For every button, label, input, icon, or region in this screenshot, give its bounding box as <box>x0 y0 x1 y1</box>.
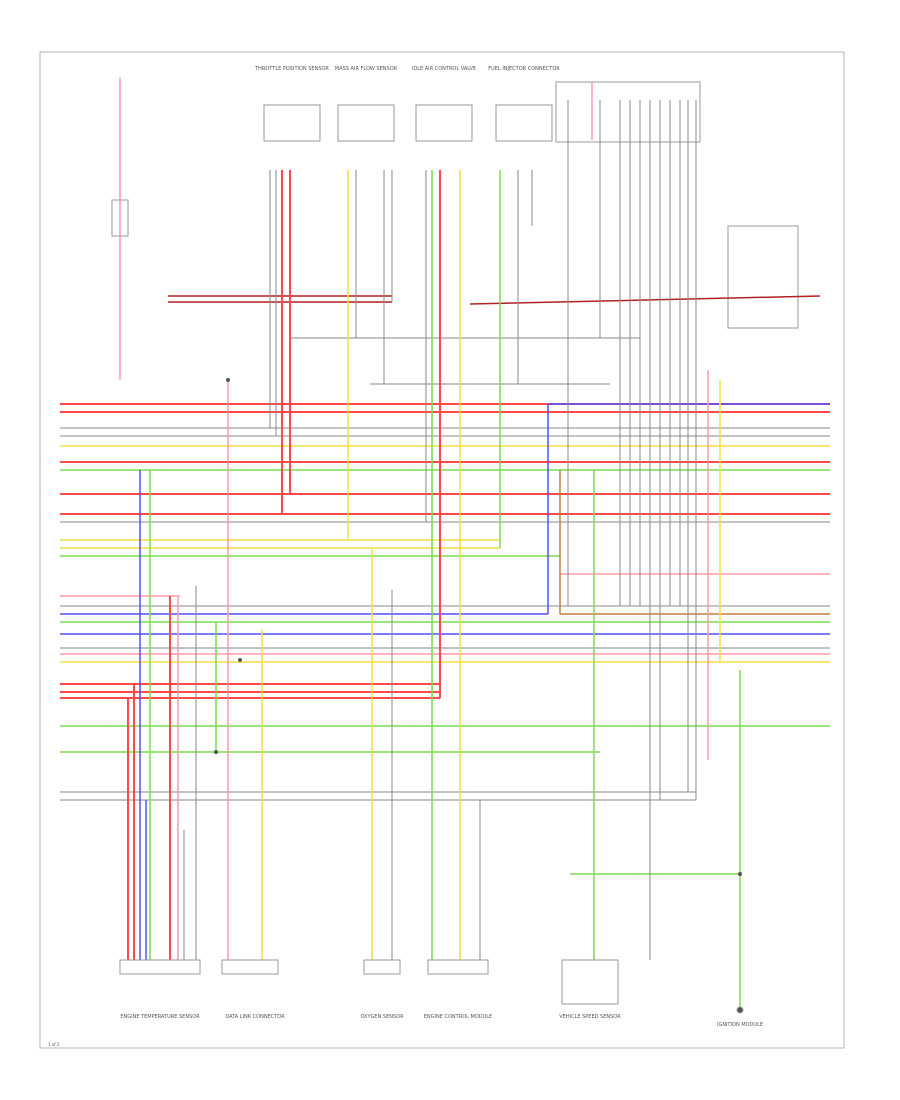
bus-green <box>60 469 830 875</box>
caption-c4: IDLE AIR CONTROL VALVE <box>412 66 476 72</box>
connector-bottom-3 <box>363 959 401 975</box>
top-connectors <box>263 81 701 143</box>
page-label: 1 of 2 <box>48 1042 60 1047</box>
vert-red <box>127 170 441 960</box>
bus-pink <box>60 573 830 655</box>
caption-c7: OXYGEN SENSOR <box>360 1014 404 1020</box>
connector-bottom-2 <box>221 959 279 975</box>
splice-dots <box>214 378 742 876</box>
vert-green <box>149 170 741 1010</box>
caption-c5: FUEL INJECTOR CONNECTOR <box>488 66 560 72</box>
bottom-connectors <box>119 959 744 1014</box>
vert-pink <box>119 80 709 960</box>
caption-c9: VEHICLE SPEED SENSOR <box>559 1014 621 1020</box>
connector-box-2 <box>337 104 395 142</box>
bus-yellow <box>60 445 830 663</box>
connector-bottom-5 <box>561 959 619 1005</box>
connector-box-5 <box>555 81 701 143</box>
right-relay-box <box>727 225 799 329</box>
caption-c8: ENGINE CONTROL MODULE <box>424 1014 492 1020</box>
connector-box-1 <box>263 104 321 142</box>
component-captions: ENGINE TEMPERATURE SENSOR DATA LINK CONN… <box>120 66 763 1028</box>
caption-c3: MASS AIR FLOW SENSOR <box>335 66 398 72</box>
vert-blue <box>139 404 549 960</box>
connector-box-3 <box>415 104 473 142</box>
connector-bottom-1 <box>119 959 201 975</box>
connector-box-4 <box>495 104 553 142</box>
connector-bottom-4 <box>427 959 489 975</box>
bus-dark-red <box>168 295 821 305</box>
bus-gray <box>60 337 830 801</box>
bus-brown <box>559 470 830 615</box>
ground-point <box>736 1006 744 1014</box>
bus-blue <box>60 403 830 635</box>
caption-c1: ENGINE TEMPERATURE SENSOR <box>120 1014 200 1020</box>
caption-c6: DATA LINK CONNECTOR <box>225 1014 285 1020</box>
diagram-frame <box>39 51 845 1049</box>
caption-c10: IGNITION MODULE <box>717 1022 763 1028</box>
right-relay <box>727 225 799 329</box>
caption-c2: THROTTLE POSITION SENSOR <box>254 66 329 72</box>
vert-yellow <box>261 170 721 960</box>
vert-gray <box>183 100 697 960</box>
